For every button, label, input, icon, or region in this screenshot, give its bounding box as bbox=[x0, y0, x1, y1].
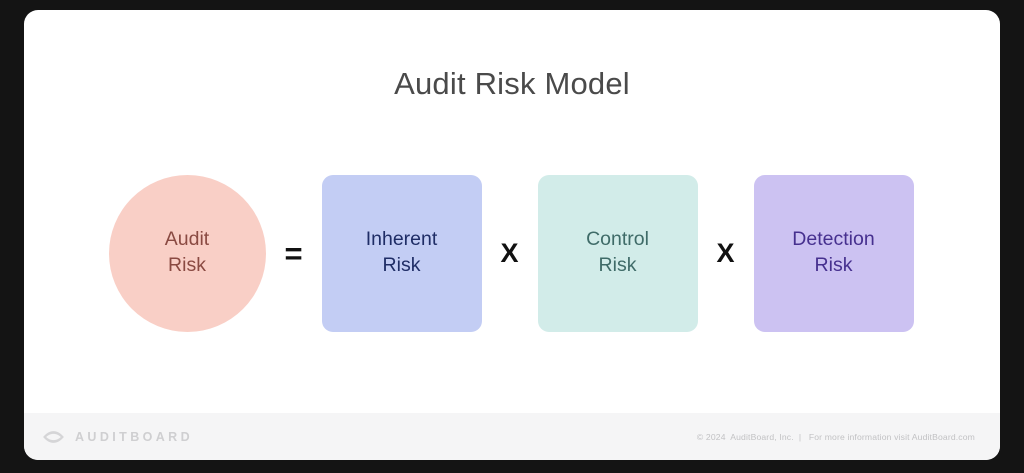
page-title: Audit Risk Model bbox=[394, 66, 630, 101]
term-inherent-risk-text: Inherent Risk bbox=[366, 227, 438, 278]
term-inherent-risk-line1: Inherent bbox=[365, 228, 438, 251]
term-detection-risk-text: Detection Risk bbox=[792, 227, 874, 278]
term-inherent-risk-line2: Risk bbox=[382, 254, 421, 276]
term-detection-risk[interactable]: Detection Risk bbox=[753, 174, 914, 332]
operator-equals: = bbox=[284, 235, 303, 271]
term-detection-risk-line1: Detection bbox=[792, 228, 875, 251]
infographic-card: Audit Risk Model Audit Risk = Inherent bbox=[24, 10, 1000, 460]
brand-lockup: AUDITBOARD bbox=[41, 429, 193, 445]
term-control-risk-line1: Control bbox=[586, 228, 649, 251]
term-audit-risk-line1: Audit bbox=[164, 228, 210, 251]
term-audit-risk[interactable]: Audit Risk bbox=[108, 174, 266, 332]
footer-legal-text: © 2024 AuditBoard, Inc. | For more infor… bbox=[696, 431, 975, 442]
audit-risk-equation: Audit Risk = Inherent Risk X bbox=[24, 168, 1000, 338]
operator-multiply-1: X bbox=[500, 237, 519, 268]
card-footer: AUDITBOARD © 2024 AuditBoard, Inc. | For… bbox=[24, 413, 1000, 460]
auditboard-lens-icon bbox=[41, 429, 66, 445]
term-detection-risk-line2: Risk bbox=[814, 254, 853, 276]
term-control-risk-text: Control Risk bbox=[586, 227, 649, 278]
term-audit-risk-line2: Risk bbox=[168, 254, 206, 276]
term-audit-risk-text: Audit Risk bbox=[165, 227, 209, 278]
card-body: Audit Risk Model Audit Risk = Inherent bbox=[24, 10, 1000, 413]
term-control-risk-line2: Risk bbox=[598, 254, 637, 276]
term-control-risk[interactable]: Control Risk bbox=[537, 174, 698, 332]
brand-name: AUDITBOARD bbox=[75, 429, 194, 444]
term-inherent-risk[interactable]: Inherent Risk bbox=[321, 174, 482, 332]
operator-multiply-2: X bbox=[716, 237, 735, 268]
